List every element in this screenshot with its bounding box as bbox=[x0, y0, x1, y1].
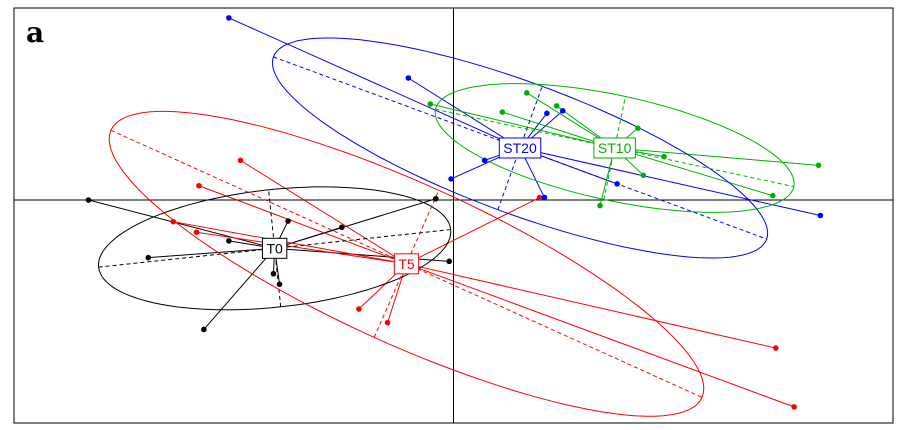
st20-spoke-1 bbox=[228, 17, 521, 149]
st10-label: ST10 bbox=[598, 140, 632, 156]
st20-point-9 bbox=[817, 212, 824, 219]
st20-point-1 bbox=[226, 15, 232, 21]
t5-spoke-1 bbox=[240, 159, 407, 265]
t5-point-6 bbox=[356, 306, 362, 312]
t5-point-4 bbox=[193, 229, 200, 236]
t5-spoke-8 bbox=[406, 263, 776, 349]
t0-spoke-5 bbox=[274, 198, 436, 249]
st20-point-8 bbox=[614, 181, 620, 187]
st20-point-4 bbox=[559, 108, 566, 114]
t0-point-10 bbox=[446, 258, 453, 265]
st10-point-8 bbox=[597, 202, 603, 209]
st10-point-1 bbox=[427, 101, 434, 107]
st10-spoke-10 bbox=[614, 147, 819, 166]
t0-point-7 bbox=[276, 281, 283, 288]
st20-spoke-9 bbox=[519, 147, 821, 216]
st20-point-2 bbox=[405, 75, 412, 81]
t0-point-9 bbox=[270, 270, 277, 277]
t0-label-box bbox=[261, 237, 288, 259]
t0-spoke-8 bbox=[203, 247, 276, 330]
st10-point-3 bbox=[499, 109, 506, 115]
t5-label: T5 bbox=[398, 256, 415, 272]
st20-label-box bbox=[498, 137, 542, 159]
t0-spoke-1 bbox=[88, 199, 275, 249]
t0-label: T0 bbox=[266, 240, 283, 256]
st20-point-3 bbox=[544, 110, 550, 117]
t0-spoke-6 bbox=[148, 247, 275, 259]
t5-point-1 bbox=[237, 157, 244, 164]
t5-point-9 bbox=[791, 404, 797, 410]
t0-spoke-10 bbox=[274, 247, 450, 262]
st10-point-7 bbox=[640, 172, 647, 179]
t5-ellipse bbox=[108, 110, 705, 417]
st10-point-2 bbox=[523, 90, 530, 96]
t0-point-5 bbox=[432, 195, 439, 202]
t0-point-6 bbox=[145, 254, 152, 261]
t5-point-5 bbox=[536, 194, 543, 201]
st20-point-5 bbox=[481, 157, 488, 164]
t5-point-7 bbox=[384, 319, 391, 326]
st20-point-7 bbox=[541, 194, 548, 201]
st10-ellipse bbox=[434, 83, 795, 213]
t0-point-4 bbox=[338, 224, 345, 231]
t0-point-8 bbox=[201, 326, 207, 333]
t5-label-box bbox=[393, 253, 420, 275]
t0-point-3 bbox=[285, 218, 291, 224]
st10-point-9 bbox=[769, 192, 776, 199]
st20-spoke-2 bbox=[408, 77, 521, 149]
st20-label: ST20 bbox=[503, 140, 537, 156]
t5-spoke-9 bbox=[406, 263, 795, 408]
st10-point-6 bbox=[661, 153, 667, 160]
t5-spoke-3 bbox=[173, 221, 407, 265]
t5-point-3 bbox=[170, 218, 177, 225]
t5-spoke-5 bbox=[406, 197, 540, 265]
st10-point-4 bbox=[553, 103, 560, 109]
t5-spoke-4 bbox=[196, 231, 407, 265]
st10-spoke-1 bbox=[430, 103, 615, 149]
st10-spoke-9 bbox=[614, 147, 773, 197]
t0-point-1 bbox=[85, 197, 92, 203]
t5-point-8 bbox=[773, 345, 779, 351]
t5-point-2 bbox=[196, 182, 202, 189]
st10-point-5 bbox=[635, 125, 641, 131]
t0-point-2 bbox=[226, 238, 232, 244]
st10-point-10 bbox=[815, 162, 822, 169]
panel-label: a bbox=[26, 16, 44, 49]
st10-label-box bbox=[593, 137, 636, 159]
t5-spoke-2 bbox=[198, 185, 407, 265]
st20-point-6 bbox=[448, 176, 454, 182]
